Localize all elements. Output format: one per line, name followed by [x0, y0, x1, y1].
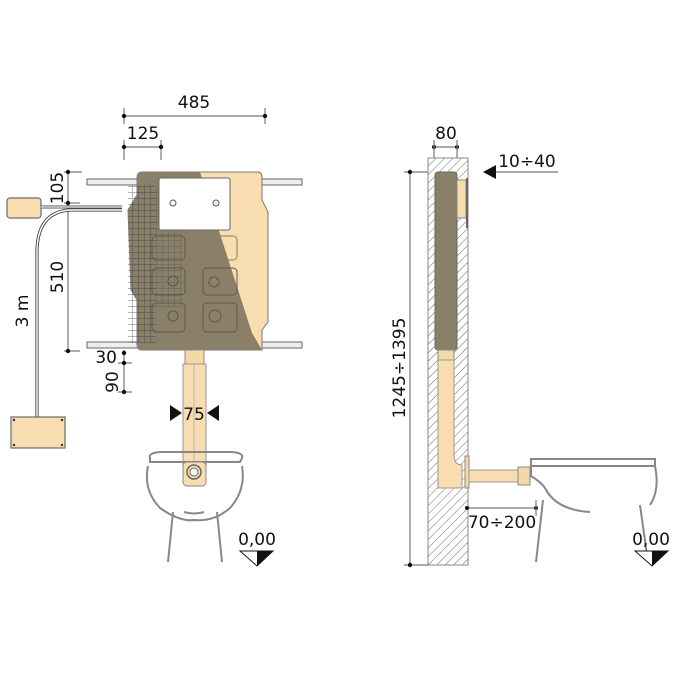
dim-label-10-40: 10÷40: [498, 152, 556, 172]
pneumatic-box: [10, 416, 66, 449]
dim-label-30: 30: [95, 348, 117, 368]
front-view: 485 125 105 510 30 90: [6, 93, 303, 567]
cistern-side: [434, 171, 458, 351]
dim-label-install-height: 1245÷1395: [390, 318, 410, 419]
dimension-485: 485: [121, 93, 268, 124]
flush-pipe-side: [437, 359, 463, 489]
dim-label-75: 75: [183, 405, 205, 425]
floor-level-label-side: 0,00: [632, 530, 670, 550]
dimension-125: 125: [121, 124, 164, 160]
dim-label-70-200: 70÷200: [468, 513, 536, 533]
dim-label-485: 485: [178, 93, 210, 113]
dim-label-90: 90: [103, 371, 123, 393]
dim-label-80: 80: [435, 124, 457, 144]
side-view: 80 10÷40 1245÷1395 70÷200: [390, 124, 670, 568]
dim-label-105: 105: [48, 172, 68, 204]
push-button-box: [6, 197, 42, 219]
dim-label-510: 510: [48, 261, 68, 293]
inspection-opening: [158, 177, 231, 231]
dim-label-125: 125: [127, 124, 159, 144]
dim-label-3m: 3 m: [13, 295, 33, 328]
floor-level-label: 0,00: [238, 530, 276, 550]
toilet-front: [145, 451, 244, 563]
vertical-dimensions: 105 510 30 90: [48, 169, 132, 395]
